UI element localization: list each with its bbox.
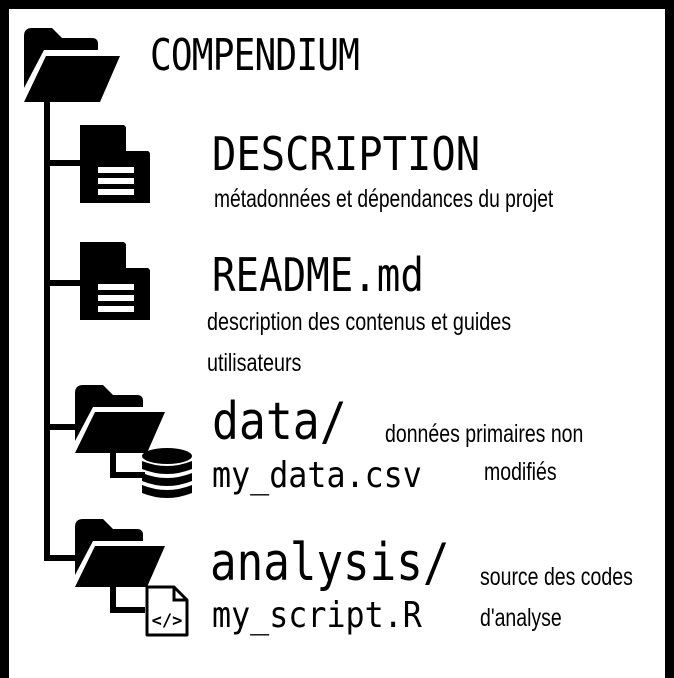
folder-open-icon [75,519,165,587]
readme-note-line1: description des contenus et guides [207,308,512,336]
data-note-line1: données primaires non [385,420,584,448]
file-text-icon [80,125,150,203]
folder-open-icon [24,28,120,102]
readme-note-line2: utilisateurs [207,349,302,377]
data-folder-name: data/ [212,392,347,452]
root-folder-label: COMPENDIUM [150,30,360,81]
readme-file-name: README.md [212,248,424,302]
database-icon [142,448,192,498]
analysis-note-line1: source des codes [480,563,633,591]
analysis-folder-name: analysis/ [210,533,450,593]
description-file-name: DESCRIPTION [212,127,481,181]
analysis-file-name: my_script.R [212,595,422,636]
file-text-icon [80,242,150,320]
code-file-icon: </> [145,585,189,637]
description-note: métadonnées et dépendances du projet [214,185,554,213]
folder-open-icon [75,385,165,453]
analysis-note-line2: d'analyse [480,604,562,632]
svg-text:</>: </> [152,611,183,631]
data-note-line2: modifiés [484,458,557,486]
data-file-name: my_data.csv [212,455,422,496]
